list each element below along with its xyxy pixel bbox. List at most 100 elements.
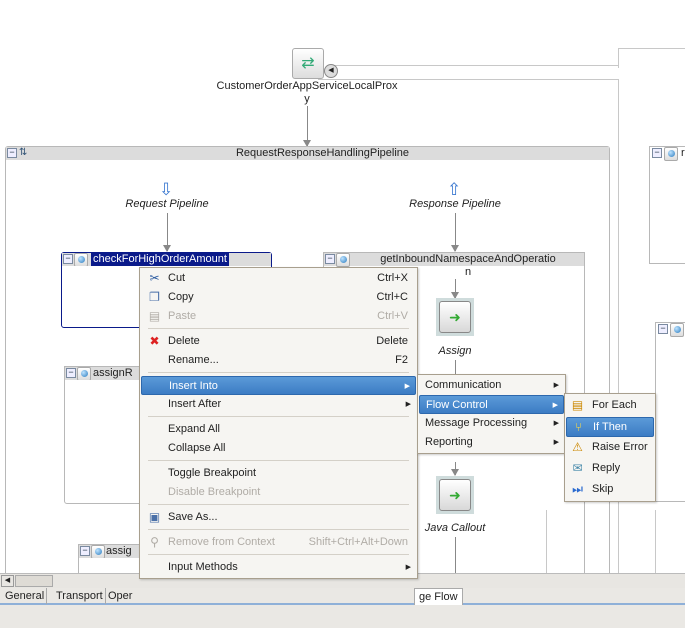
stage-label: assig (106, 545, 132, 557)
assign-action-icon[interactable]: ➜ (436, 298, 474, 336)
pipeline-icon: ⇅ (19, 147, 28, 158)
raise-error-icon: ⚠ (572, 440, 583, 454)
stage-box-right[interactable]: − r (649, 146, 685, 264)
tab-underline (0, 603, 685, 605)
tab-general[interactable]: General (3, 588, 48, 604)
menu-item-save-as[interactable]: ▣Save As... (148, 510, 218, 524)
connector (618, 48, 685, 49)
menu-item-toggle-breakpoint[interactable]: Toggle Breakpoint (168, 467, 257, 479)
menu-item-reporting[interactable]: Reporting▶ (419, 433, 564, 452)
submenu-arrow-icon: ▶ (405, 564, 411, 571)
flow-arrow (451, 462, 459, 476)
menu-item-skip[interactable]: ⏭Skip (566, 480, 654, 500)
menu-item-raise-error[interactable]: ⚠Raise Error (566, 438, 654, 458)
menu-item-for-each[interactable]: ▤For Each (571, 398, 637, 412)
if-then-icon: ⑂ (574, 420, 583, 434)
collapse-toggle[interactable]: − (7, 148, 17, 158)
connector (455, 360, 456, 375)
stage-icon (74, 253, 88, 266)
collapse-toggle[interactable]: − (652, 148, 662, 158)
request-pipeline-label[interactable]: Request Pipeline (125, 198, 209, 210)
scissors-icon: ✂ (149, 271, 160, 285)
menu-separator (148, 460, 409, 461)
flow-arrow (163, 213, 171, 252)
connector (618, 79, 619, 573)
stage-assig[interactable]: − assig (78, 544, 148, 573)
java-callout-icon[interactable]: ➜ (436, 476, 474, 514)
stage-box-right-2[interactable]: − (655, 322, 685, 502)
collapse-toggle[interactable]: − (63, 254, 73, 264)
delete-x-icon: ✖ (149, 334, 160, 348)
tab-message-flow[interactable]: ge Flow (414, 588, 463, 605)
menu-item-collapse-all[interactable]: Collapse All (168, 442, 226, 454)
stage-icon (77, 367, 91, 380)
flow-arrow (451, 213, 459, 252)
menu-item-flow-control[interactable]: Flow Control▶ (419, 395, 564, 414)
stage-header: − assig (79, 545, 147, 558)
menu-separator (148, 504, 409, 505)
collapse-toggle[interactable]: − (325, 254, 335, 264)
remove-context-icon: ⚲ (150, 535, 159, 549)
collapse-toggle[interactable]: − (80, 546, 90, 556)
connector (318, 79, 618, 80)
menu-separator (148, 529, 409, 530)
menu-item-reply[interactable]: ✉Reply (566, 459, 654, 479)
proxy-service-icon[interactable]: ⇄ (292, 48, 324, 79)
connector (655, 510, 656, 573)
submenu-arrow-icon: ▶ (404, 383, 410, 390)
menu-separator (148, 328, 409, 329)
submenu-arrow-icon: ▶ (405, 401, 411, 408)
flow-control-submenu: ▤For Each ⑂If Then ⚠Raise Error ✉Reply ⏭… (564, 393, 656, 502)
pipeline-title: RequestResponseHandlingPipeline (235, 147, 410, 159)
save-icon: ▣ (148, 510, 161, 524)
tab-operational[interactable]: Oper (108, 590, 133, 602)
menu-separator (148, 554, 409, 555)
menu-item-communication[interactable]: Communication▶ (419, 376, 564, 395)
menu-separator (148, 372, 409, 373)
menu-item-disable-breakpoint[interactable]: Disable Breakpoint (168, 486, 261, 498)
connector (455, 537, 456, 573)
stage-icon (664, 147, 678, 161)
stage-icon (670, 323, 684, 337)
response-pipeline-label[interactable]: Response Pipeline (409, 198, 501, 210)
menu-item-insert-after[interactable]: Insert After▶ (141, 395, 416, 414)
skip-icon: ⏭ (572, 482, 583, 496)
pipeline-header: − ⇅ RequestResponseHandlingPipeline (6, 147, 609, 160)
collapse-toggle[interactable]: − (66, 368, 76, 378)
java-callout-label: Java Callout (424, 522, 486, 534)
scrollbar-thumb[interactable] (15, 575, 53, 587)
response-pipeline-icon: ⇧ (447, 180, 462, 199)
flow-arrow (451, 279, 459, 299)
scroll-left-button[interactable]: ◀ (1, 575, 14, 587)
paste-icon: ▤ (148, 309, 161, 323)
bottom-panel: General Transport Oper ge Flow (0, 588, 685, 628)
submenu-arrow-icon: ▶ (553, 420, 559, 427)
expand-arrow-icon[interactable]: ◀ (324, 64, 338, 78)
stage-label: r (681, 147, 685, 159)
stage-label[interactable]: checkForHighOrderAmount (91, 253, 229, 266)
connector (618, 48, 619, 68)
submenu-arrow-icon: ▶ (553, 439, 559, 446)
menu-item-message-processing[interactable]: Message Processing▶ (419, 414, 564, 433)
flow-arrow (303, 106, 311, 147)
stage-label: assignR (93, 367, 133, 379)
tab-transport[interactable]: Transport (54, 588, 106, 604)
stage-icon (91, 545, 105, 558)
connector (332, 65, 619, 66)
menu-item-rename[interactable]: Rename...F2 (168, 354, 408, 366)
stage-header: − assignR (65, 367, 153, 380)
menu-item-input-methods[interactable]: Input Methods▶ (141, 558, 416, 577)
menu-separator (148, 416, 409, 417)
menu-item-insert-into[interactable]: Insert Into▶ (141, 376, 416, 395)
menu-item-if-then[interactable]: ⑂If Then (566, 417, 654, 437)
menu-item-expand-all[interactable]: Expand All (168, 423, 220, 435)
collapse-toggle[interactable]: − (658, 324, 668, 334)
connector (546, 510, 547, 573)
